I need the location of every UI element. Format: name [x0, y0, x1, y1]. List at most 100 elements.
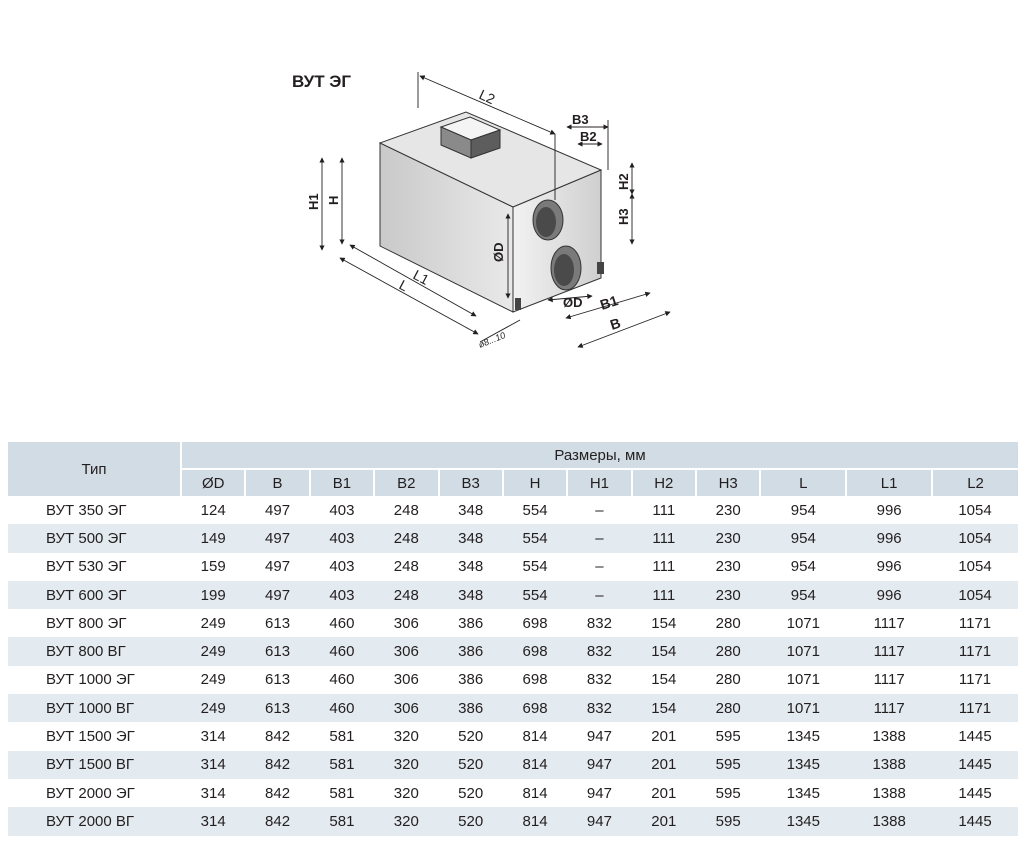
- value-cell: 1171: [958, 671, 992, 689]
- value-cell: 1388: [872, 756, 906, 774]
- value-cell: –: [595, 586, 604, 604]
- value-cell: 320: [393, 784, 419, 802]
- value-cell: 460: [329, 699, 355, 717]
- type-column-header: Тип: [8, 442, 182, 496]
- value-cell: 1388: [872, 784, 906, 802]
- column-header: B1: [308, 469, 375, 496]
- value-cell: 1071: [786, 699, 820, 717]
- column-header: ØD: [179, 469, 246, 496]
- value-cell: 996: [876, 558, 902, 576]
- value-cell: 520: [458, 756, 484, 774]
- value-cell: 554: [522, 529, 548, 547]
- dim-label-h: H: [326, 196, 341, 205]
- type-cell: ВУТ 1500 ЭГ: [46, 728, 135, 746]
- value-cell: 595: [715, 784, 741, 802]
- dim-label-b2: B2: [580, 129, 597, 144]
- value-cell: 403: [329, 558, 355, 576]
- value-cell: 320: [393, 756, 419, 774]
- value-cell: 497: [265, 558, 291, 576]
- value-cell: 149: [200, 529, 226, 547]
- value-cell: 111: [652, 529, 676, 547]
- value-cell: 698: [522, 643, 548, 661]
- value-cell: 842: [265, 812, 291, 830]
- value-cell: 201: [651, 728, 677, 746]
- value-cell: 1171: [958, 699, 992, 717]
- dim-label-h2: H2: [616, 173, 631, 190]
- value-cell: 613: [265, 614, 291, 632]
- value-cell: 154: [651, 614, 677, 632]
- value-cell: 249: [200, 671, 226, 689]
- value-cell: 230: [715, 586, 741, 604]
- value-cell: 348: [458, 529, 484, 547]
- value-cell: 1388: [872, 812, 906, 830]
- value-cell: 159: [200, 558, 226, 576]
- value-cell: 348: [458, 558, 484, 576]
- value-cell: 554: [522, 558, 548, 576]
- value-cell: 248: [393, 558, 419, 576]
- value-cell: 1445: [958, 728, 992, 746]
- type-cell: ВУТ 500 ЭГ: [46, 529, 127, 547]
- type-cell: ВУТ 1500 ВГ: [46, 756, 135, 774]
- value-cell: 403: [329, 529, 355, 547]
- value-cell: 947: [586, 812, 612, 830]
- value-cell: 842: [265, 784, 291, 802]
- value-cell: 1117: [873, 614, 905, 632]
- value-cell: 832: [586, 614, 612, 632]
- column-header: L: [759, 469, 847, 496]
- value-cell: 613: [265, 671, 291, 689]
- type-cell: ВУТ 2000 ВГ: [46, 812, 135, 830]
- dim-label-l2: L2: [477, 86, 498, 107]
- value-cell: 386: [458, 699, 484, 717]
- value-cell: 842: [265, 756, 291, 774]
- dim-label-l1: L1: [411, 267, 432, 289]
- value-cell: 320: [393, 728, 419, 746]
- value-cell: 230: [715, 558, 741, 576]
- value-cell: 947: [586, 784, 612, 802]
- value-cell: 581: [329, 728, 355, 746]
- value-cell: 1445: [958, 756, 992, 774]
- value-cell: 1117: [873, 671, 905, 689]
- value-cell: 1071: [786, 643, 820, 661]
- column-header: L2: [931, 469, 1018, 496]
- dim-label-d-lower: ØD: [563, 295, 583, 310]
- value-cell: 201: [651, 784, 677, 802]
- value-cell: –: [595, 501, 604, 519]
- value-cell: 154: [651, 671, 677, 689]
- value-cell: 832: [586, 671, 612, 689]
- value-cell: –: [595, 529, 604, 547]
- value-cell: 595: [715, 756, 741, 774]
- value-cell: 814: [522, 756, 548, 774]
- value-cell: 348: [458, 501, 484, 519]
- value-cell: 280: [715, 614, 741, 632]
- value-cell: 1345: [786, 756, 820, 774]
- value-cell: 1071: [786, 614, 820, 632]
- value-cell: 996: [876, 529, 902, 547]
- value-cell: 1345: [786, 728, 820, 746]
- dim-label-b: B: [608, 315, 623, 333]
- value-cell: 595: [715, 812, 741, 830]
- value-cell: 460: [329, 614, 355, 632]
- value-cell: 1054: [958, 558, 992, 576]
- value-cell: 403: [329, 586, 355, 604]
- value-cell: 199: [200, 586, 226, 604]
- drain-nozzle-right: [597, 262, 604, 274]
- figure-title: ВУТ ЭГ: [292, 72, 352, 91]
- value-cell: 581: [329, 756, 355, 774]
- column-header: B2: [373, 469, 439, 496]
- dim-label-h1: H1: [306, 193, 321, 210]
- value-cell: 1171: [958, 614, 992, 632]
- value-cell: 554: [522, 501, 548, 519]
- value-cell: 249: [200, 699, 226, 717]
- type-cell: ВУТ 350 ЭГ: [46, 501, 127, 519]
- value-cell: 249: [200, 614, 226, 632]
- value-cell: 1171: [958, 643, 992, 661]
